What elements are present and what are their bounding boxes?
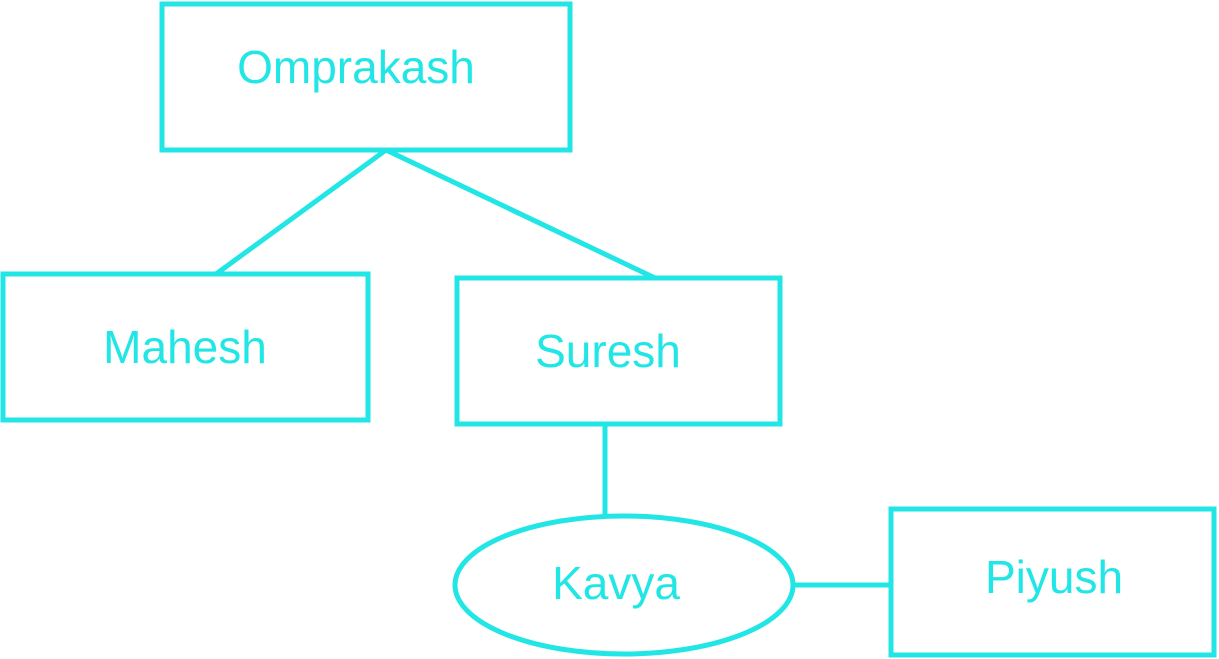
node-piyush-label: Piyush <box>985 551 1123 603</box>
node-mahesh-box <box>0 271 371 423</box>
node-omprakash[interactable]: Omprakash <box>159 1 573 153</box>
node-kavya[interactable]: Kavya <box>452 513 796 657</box>
node-omprakash-label: Omprakash <box>237 41 475 93</box>
node-piyush[interactable]: Piyush <box>888 506 1217 658</box>
node-kavya-label: Kavya <box>552 557 680 609</box>
node-omprakash-box <box>159 1 573 153</box>
node-mahesh[interactable]: Mahesh <box>0 271 371 423</box>
edges <box>214 147 891 588</box>
node-suresh[interactable]: Suresh <box>454 275 783 427</box>
node-piyush-box <box>888 506 1217 658</box>
node-suresh-box <box>454 275 783 427</box>
node-kavya-ellipse <box>452 513 796 657</box>
node-suresh-label: Suresh <box>535 325 681 377</box>
edge-omprakash-mahesh <box>214 147 388 277</box>
edge-omprakash-suresh <box>384 147 657 281</box>
node-mahesh-label: Mahesh <box>103 321 267 373</box>
